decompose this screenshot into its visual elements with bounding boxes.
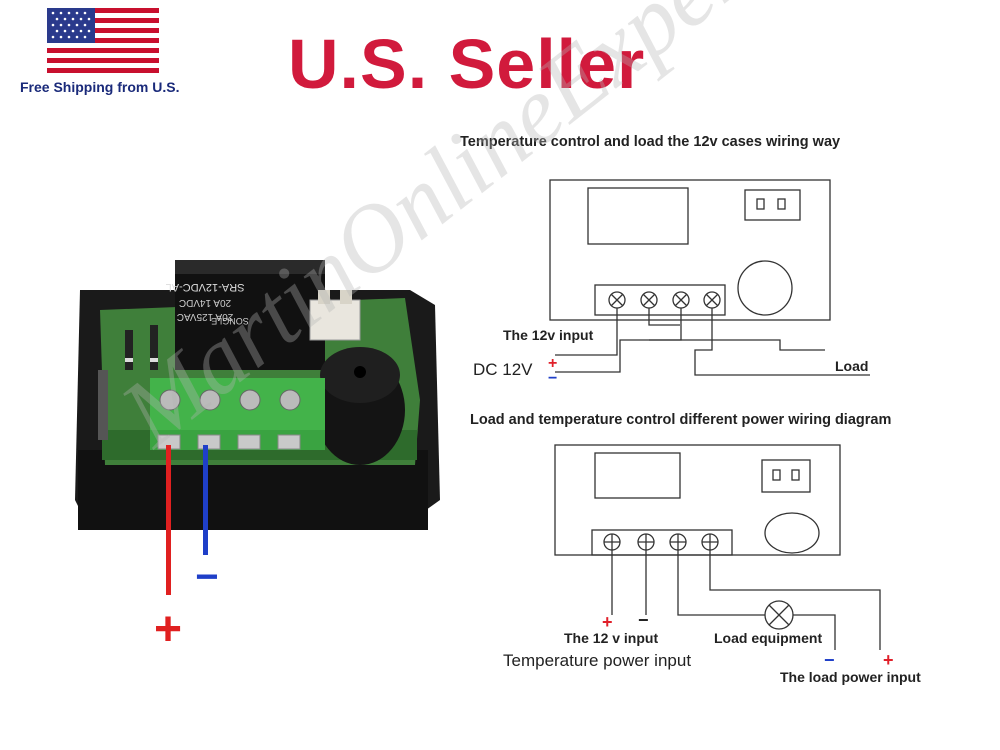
minus-sign: −: [195, 555, 218, 599]
load-equipment-icon: [764, 600, 794, 630]
terminal-block: [150, 378, 325, 595]
diagram1-plus: +: [548, 355, 557, 372]
diagram2-load-power-label: The load power input: [780, 669, 921, 685]
diagram2-minus-right: −: [824, 650, 835, 670]
relay-component: SRA-12VDC-AL 20A 14VDC 20A 125VAC SONGLE: [166, 260, 325, 370]
diagram1-dc-label: DC 12V: [473, 360, 533, 379]
us-flag-icon: [47, 8, 159, 73]
diagram1-load-label: Load: [835, 358, 869, 374]
diagram2-terminals: [603, 533, 719, 551]
diagram1-input-label: The 12v input: [503, 327, 594, 343]
diagram2-minus-left: −: [638, 610, 649, 630]
relay-brand-text: SONGLE: [211, 316, 249, 326]
diagram2-plus-left: +: [602, 612, 613, 632]
diagram1-terminals: [608, 291, 721, 309]
diagram2-input-label: The 12 v input: [564, 630, 659, 646]
relay-rating-text-2: 20A 125VAC: [177, 311, 234, 322]
thermostat-module-illustration: SRA-12VDC-AL 20A 14VDC 20A 125VAC SONGLE: [75, 260, 440, 650]
diagram1-minus: −: [548, 370, 557, 387]
relay-rating-text-1: 20A 14VDC: [179, 297, 231, 308]
plus-sign: +: [154, 603, 182, 650]
diagram2-plus-right: +: [883, 650, 894, 670]
diagram2-load-equipment-label: Load equipment: [714, 630, 823, 646]
diagram1-wiring: + −: [548, 179, 870, 387]
buzzer-component: [315, 347, 405, 465]
negative-wire: [203, 445, 208, 555]
positive-wire: [166, 445, 171, 595]
free-shipping-text: Free Shipping from U.S.: [20, 79, 180, 95]
us-seller-heading: U.S. Seller: [288, 25, 646, 103]
diagram2-temp-power-label: Temperature power input: [503, 651, 692, 670]
diagram2-wiring: + − − +: [554, 444, 894, 670]
relay-model-text: SRA-12VDC-AL: [166, 281, 245, 293]
diagram1-title: Temperature control and load the 12v cas…: [460, 134, 841, 150]
diagram2-title: Load and temperature control different p…: [470, 412, 892, 428]
